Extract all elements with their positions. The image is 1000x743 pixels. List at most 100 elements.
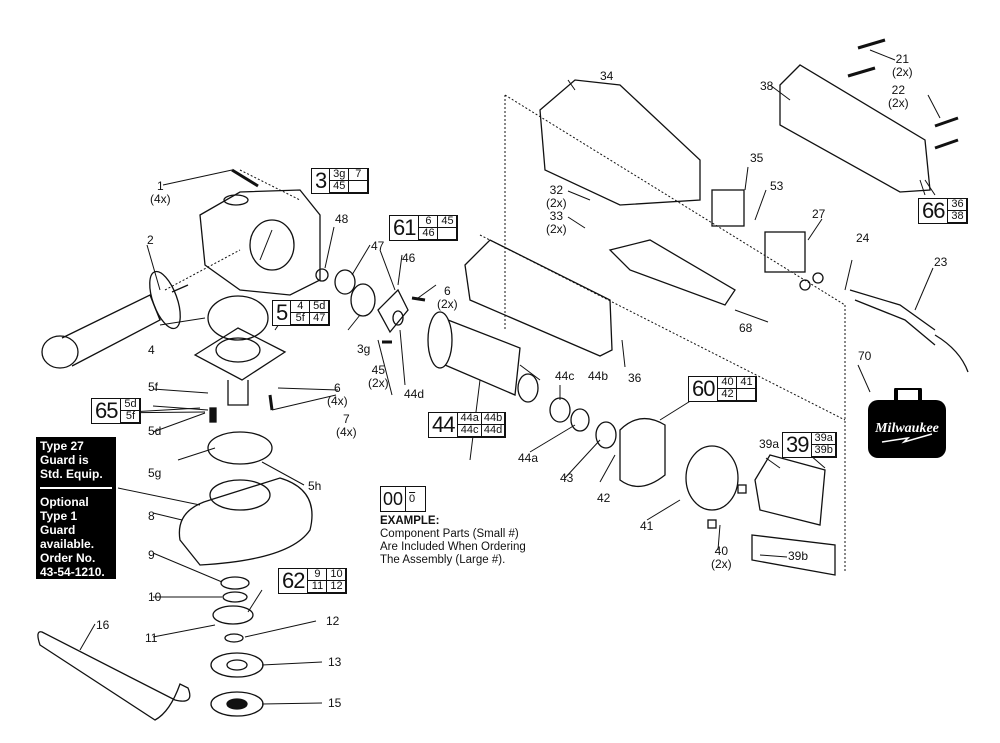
component-part: 4 <box>291 301 311 313</box>
part-number: 5g <box>148 466 162 480</box>
part-label-44b[interactable]: 44b <box>588 370 608 383</box>
component-part: 42 <box>718 389 738 401</box>
assembly-box-39[interactable]: 39 39a 39b <box>782 432 837 458</box>
part-label-2[interactable]: 2 <box>147 234 154 247</box>
component-part <box>438 228 458 240</box>
example-legend: 00 0 EXAMPLE: Component Parts (Small #) … <box>380 486 526 567</box>
example-heading: EXAMPLE: <box>380 515 440 527</box>
part-label-12[interactable]: 12 <box>326 615 339 628</box>
part-label-35[interactable]: 35 <box>750 152 763 165</box>
part-label-68[interactable]: 68 <box>739 322 752 335</box>
part-label-44d[interactable]: 44d <box>404 388 424 401</box>
assembly-box-62[interactable]: 62 9 10 11 12 <box>278 568 348 594</box>
part-label-7[interactable]: 7(4x) <box>336 413 357 439</box>
part-label-15[interactable]: 15 <box>328 697 341 710</box>
part-number: 3g <box>357 342 371 356</box>
component-part <box>349 181 369 193</box>
part-label-10[interactable]: 10 <box>148 591 161 604</box>
part-label-44a[interactable]: 44a <box>518 452 538 465</box>
component-part: 12 <box>327 581 347 593</box>
part-label-53[interactable]: 53 <box>770 180 783 193</box>
gear-housing-drawing <box>199 189 321 296</box>
part-label-6[interactable]: 6(2x) <box>437 285 458 311</box>
assembly-box-5[interactable]: 5 4 5d 5f 47 <box>272 300 331 326</box>
part-label-40[interactable]: 40(2x) <box>711 545 732 571</box>
part-number: 22 <box>891 83 906 97</box>
part-label-39a[interactable]: 39a <box>759 438 779 451</box>
part-label-44c[interactable]: 44c <box>555 370 574 383</box>
component-part: 39b <box>812 445 836 457</box>
part-label-3g[interactable]: 3g <box>357 343 370 356</box>
component-part: 40 <box>718 377 738 389</box>
part-label-45[interactable]: 45(2x) <box>368 364 389 390</box>
part-label-6[interactable]: 6(4x) <box>327 382 348 408</box>
part-label-22[interactable]: 22(2x) <box>888 84 909 110</box>
component-part: 5d <box>121 399 141 411</box>
part-label-5g[interactable]: 5g <box>148 467 161 480</box>
component-part: 41 <box>737 377 757 389</box>
part-label-70[interactable]: 70 <box>858 350 871 363</box>
part-label-24[interactable]: 24 <box>856 232 869 245</box>
rear-housing-drawing <box>539 79 701 206</box>
part-label-5h[interactable]: 5h <box>308 480 321 493</box>
part-number: 39b <box>788 549 809 563</box>
part-label-36[interactable]: 36 <box>628 372 641 385</box>
part-label-27[interactable]: 27 <box>812 208 825 221</box>
part-label-41[interactable]: 41 <box>640 520 653 533</box>
assembly-box-65[interactable]: 65 5d 5f <box>91 398 142 424</box>
part-number: 36 <box>628 371 642 385</box>
part-label-38[interactable]: 38 <box>760 80 773 93</box>
example-line: Are Included When Ordering <box>380 541 526 553</box>
part-label-47[interactable]: 47 <box>371 240 384 253</box>
part-label-42[interactable]: 42 <box>597 492 610 505</box>
component-part: 10 <box>327 569 347 581</box>
part-number: 44b <box>588 369 609 383</box>
part-label-43[interactable]: 43 <box>560 472 573 485</box>
part-label-48[interactable]: 48 <box>335 213 348 226</box>
assembly-box-3[interactable]: 3 3g 7 45 <box>311 168 370 194</box>
part-number: 27 <box>812 207 826 221</box>
o-ring-drawing <box>207 295 269 341</box>
assembly-box-61[interactable]: 61 6 45 46 <box>389 215 459 241</box>
note-line: Std. Equip. <box>40 467 103 481</box>
wheel-guard-drawing <box>178 477 313 566</box>
note-divider <box>40 487 112 489</box>
brand-logo: Milwaukee <box>874 421 939 436</box>
part-quantity: (2x) <box>437 297 458 311</box>
part-number: 12 <box>326 614 340 628</box>
part-label-9[interactable]: 9 <box>148 549 155 562</box>
part-number: 5f <box>148 380 159 394</box>
assembly-box-60[interactable]: 60 40 41 42 <box>688 376 758 402</box>
part-label-4[interactable]: 4 <box>148 344 155 357</box>
part-label-39b[interactable]: 39b <box>788 550 808 563</box>
part-label-21[interactable]: 21(2x) <box>892 53 913 79</box>
component-part: 44c <box>458 425 482 437</box>
component-part: 7 <box>349 169 369 181</box>
note-line: Type 1 <box>40 509 78 523</box>
part-label-5d[interactable]: 5d <box>148 425 161 438</box>
part-quantity: (2x) <box>546 196 567 210</box>
part-label-16[interactable]: 16 <box>96 619 109 632</box>
part-label-34[interactable]: 34 <box>600 70 613 83</box>
part-number: 5d <box>148 424 162 438</box>
part-label-33[interactable]: 33(2x) <box>546 210 567 236</box>
part-label-11[interactable]: 11 <box>145 632 157 645</box>
assembly-box-66[interactable]: 66 36 38 <box>918 198 969 224</box>
note-line: Guard <box>40 523 76 537</box>
part-number: 35 <box>750 151 764 165</box>
part-quantity: (4x) <box>150 192 171 206</box>
part-number: 42 <box>597 491 611 505</box>
part-quantity: (4x) <box>336 425 357 439</box>
part-label-46[interactable]: 46 <box>402 252 415 265</box>
part-number: 70 <box>858 349 872 363</box>
part-label-23[interactable]: 23 <box>934 256 947 269</box>
part-label-8[interactable]: 8 <box>148 510 155 523</box>
part-quantity: (2x) <box>546 222 567 236</box>
part-label-5f[interactable]: 5f <box>148 381 158 394</box>
assembly-box-44[interactable]: 44 44a 44b 44c 44d <box>428 412 507 438</box>
part-label-1[interactable]: 1(4x) <box>150 180 171 206</box>
carrying-case[interactable]: Milwaukee <box>868 386 946 458</box>
part-label-32[interactable]: 32(2x) <box>546 184 567 210</box>
part-label-13[interactable]: 13 <box>328 656 341 669</box>
